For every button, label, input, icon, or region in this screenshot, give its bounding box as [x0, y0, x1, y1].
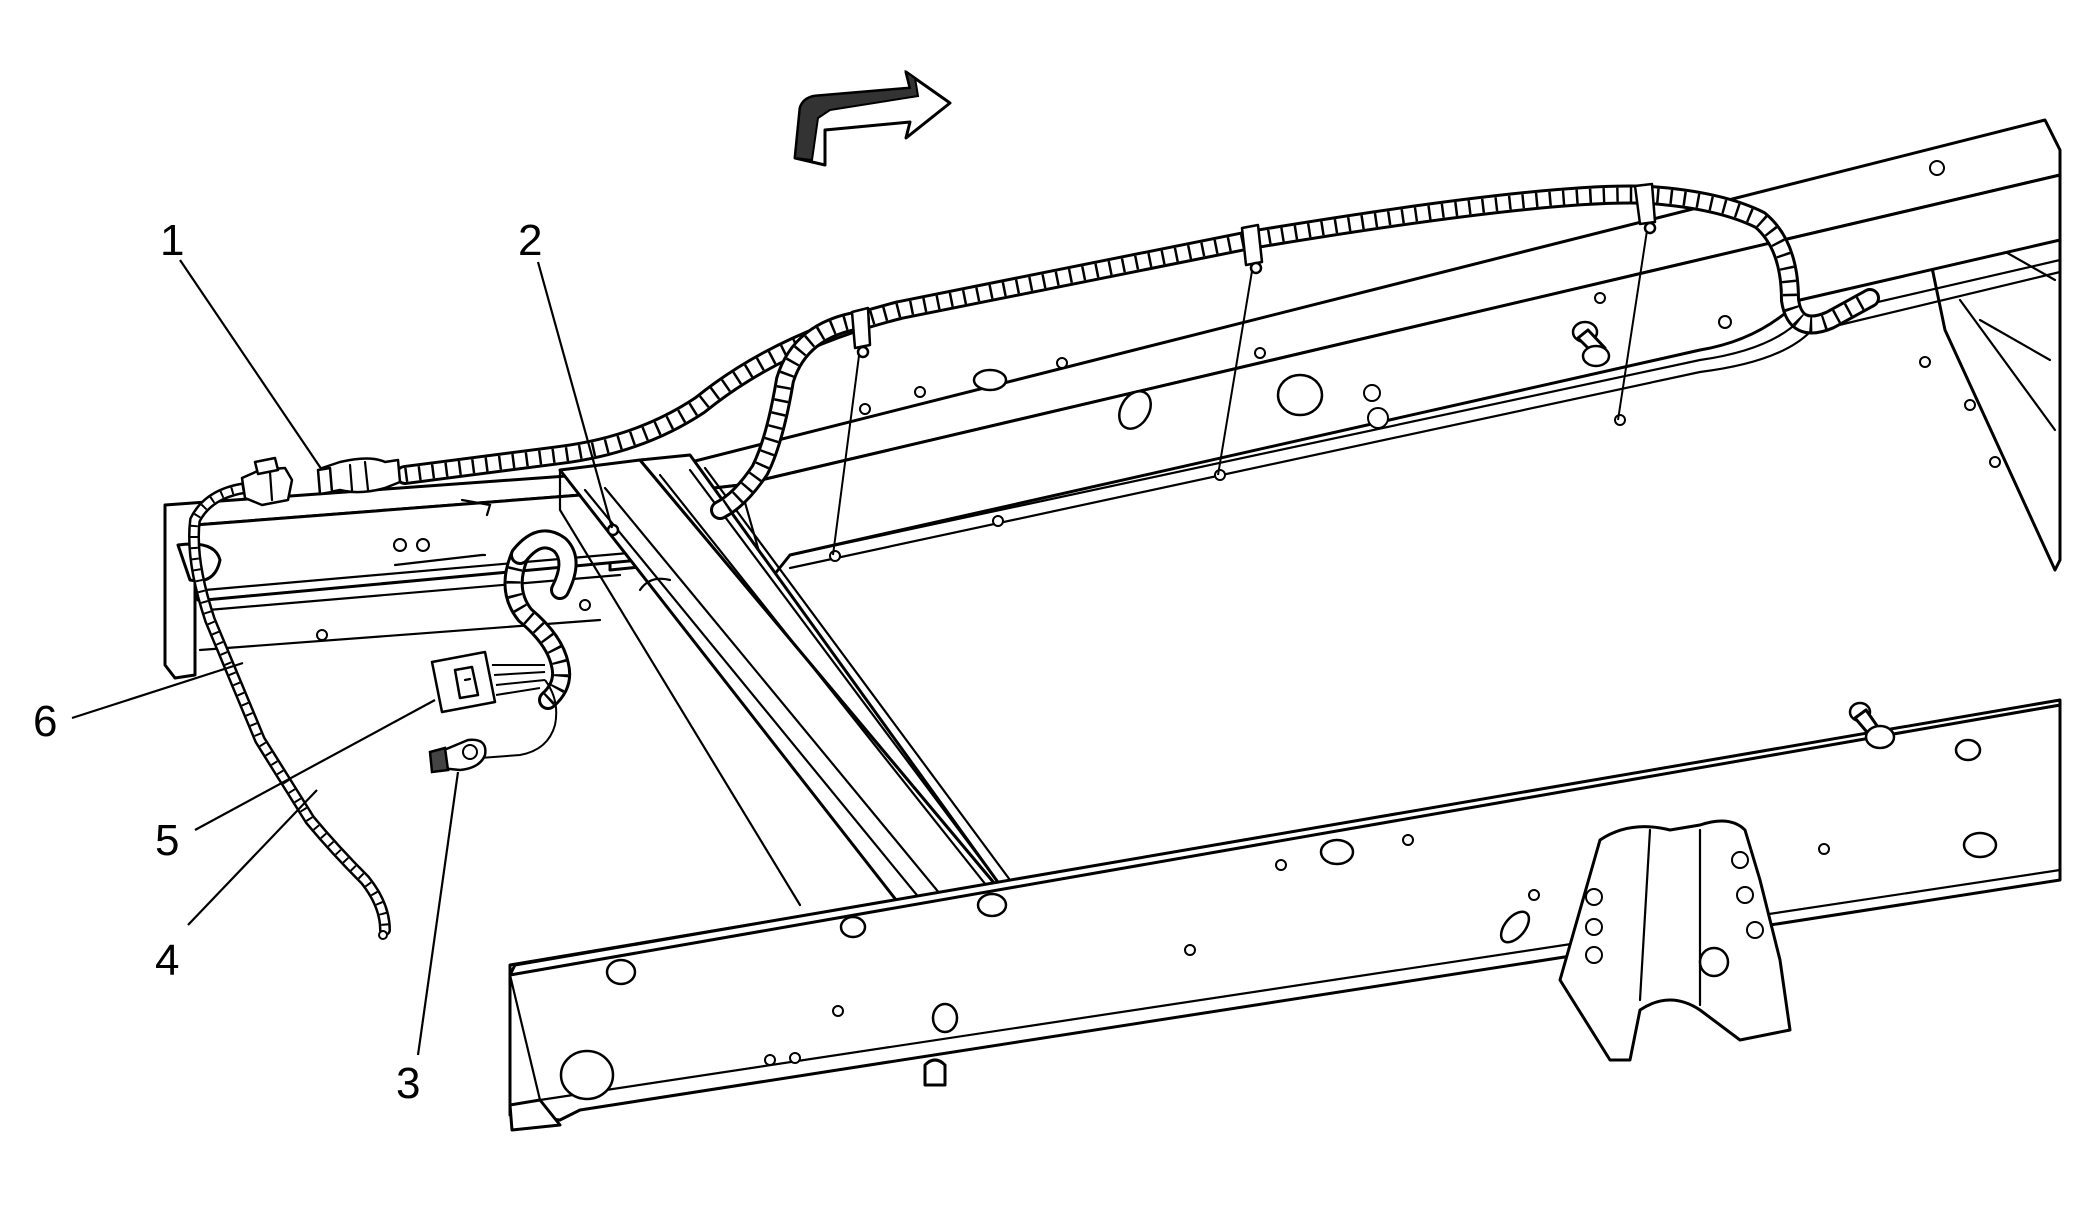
callout-5: 5 — [155, 816, 179, 865]
callouts: 1 2 3 4 5 6 — [33, 216, 614, 1108]
forward-arrow-icon — [793, 69, 952, 167]
callout-6: 6 — [33, 697, 57, 746]
callout-3: 3 — [396, 1059, 420, 1108]
harness-connector — [240, 456, 402, 507]
ground-terminal — [428, 738, 487, 774]
electrical-connector — [430, 650, 558, 759]
callout-2: 2 — [518, 216, 542, 265]
wiring-harness — [188, 182, 1880, 940]
callout-1: 1 — [160, 216, 184, 265]
callout-4: 4 — [155, 936, 179, 985]
